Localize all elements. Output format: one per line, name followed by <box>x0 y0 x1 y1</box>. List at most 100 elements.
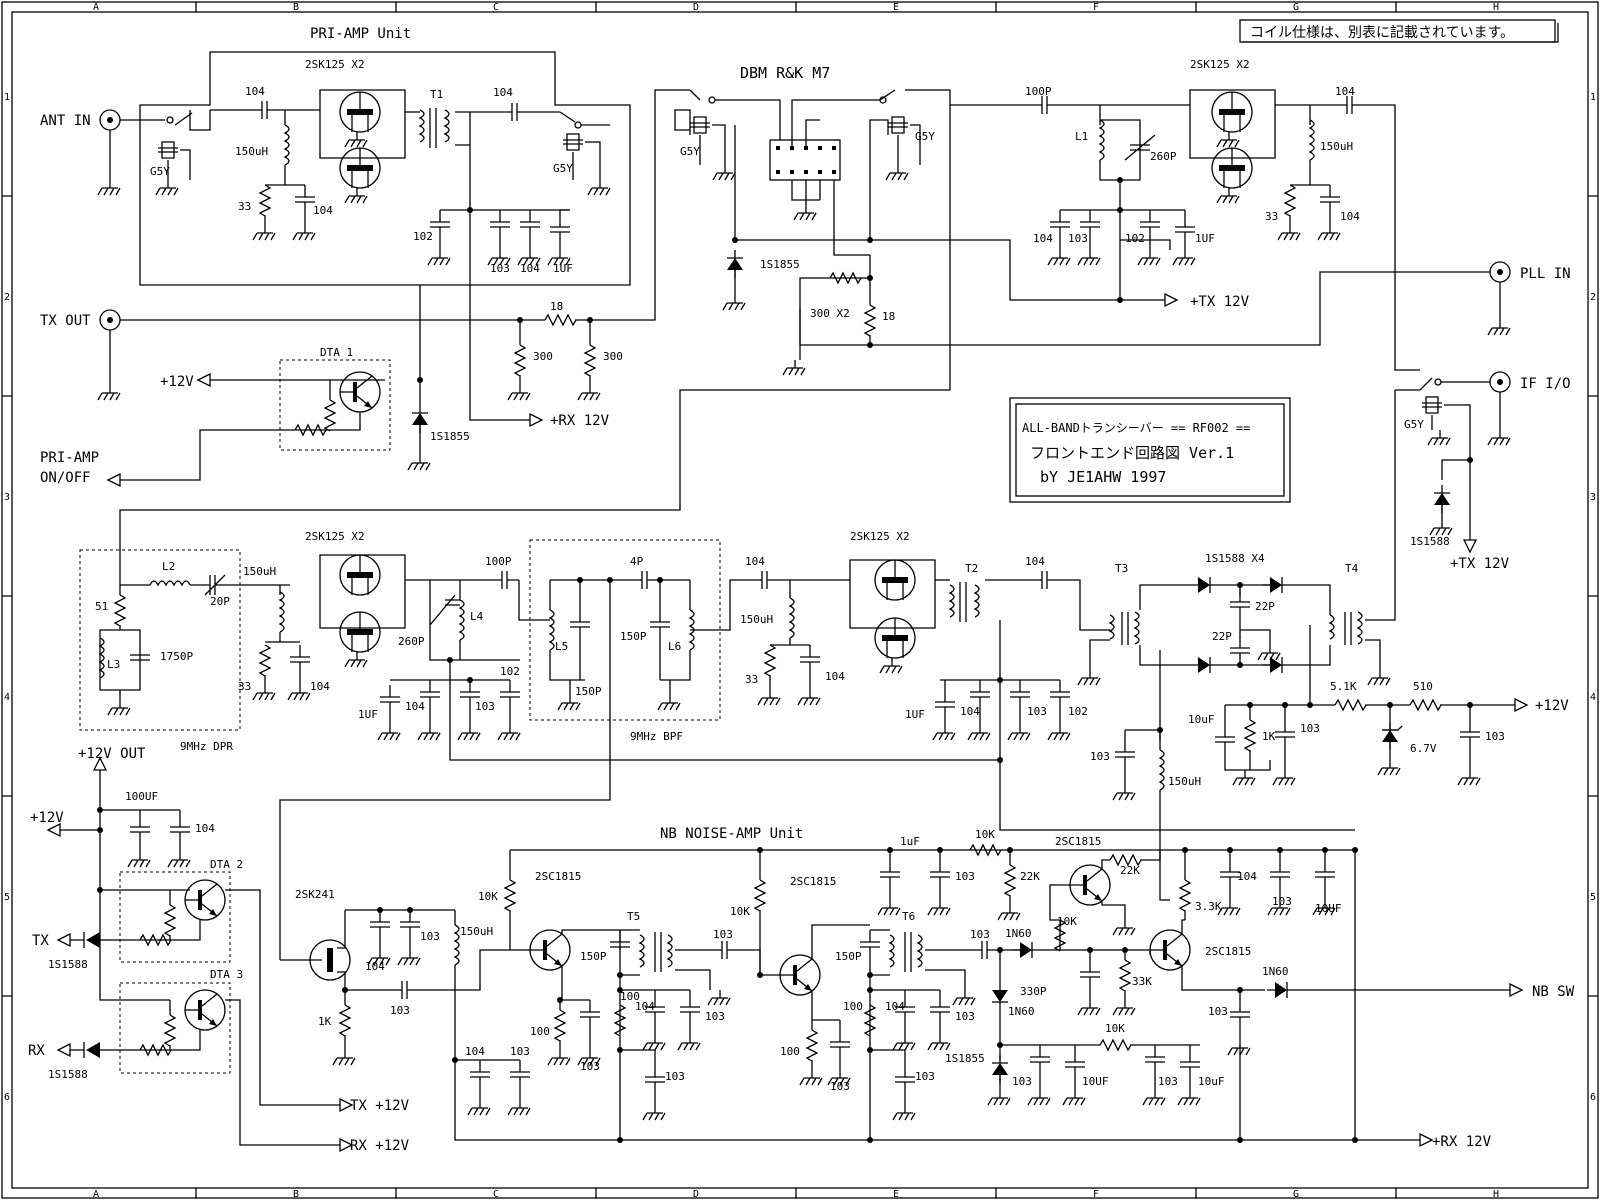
svg-text:103: 103 <box>1027 705 1047 718</box>
svg-text:G5Y: G5Y <box>915 130 935 143</box>
svg-text:330P: 330P <box>1020 985 1047 998</box>
coil-spec-note: コイル仕様は、別表に記載されています。 <box>1250 24 1514 41</box>
svg-text:+12V: +12V <box>30 810 64 826</box>
svg-text:G5Y: G5Y <box>150 165 170 178</box>
svg-text:+RX 12V: +RX 12V <box>550 413 610 429</box>
fet-2sk125-b-icon <box>339 147 381 189</box>
row-labels-right: 1 2 3 4 5 6 <box>1590 92 1596 1103</box>
relay-coil-g5y-4-icon <box>887 116 909 134</box>
svg-text:104: 104 <box>960 705 980 718</box>
svg-text:100P: 100P <box>485 555 512 568</box>
svg-text:102: 102 <box>413 230 433 243</box>
title-line-1: ALL-BANDトランシーバー == RF002 == <box>1022 421 1250 435</box>
bjt-2sc1815-b-icon <box>779 954 821 996</box>
svg-text:G: G <box>1293 2 1299 13</box>
svg-text:103: 103 <box>580 1060 600 1073</box>
svg-text:104: 104 <box>465 1045 485 1058</box>
tx-out-path: TX OUT 18 300 300 <box>40 89 690 401</box>
dpr-9mhz-block: 9MHz DPR L2 20P 51 L3 1750P <box>79 549 290 753</box>
svg-text:L2: L2 <box>162 560 175 573</box>
nb-noise-amp-unit: NB NOISE-AMP Unit 2SK241 104 103 150uH 1… <box>280 826 1575 1150</box>
svg-text:104: 104 <box>1237 870 1257 883</box>
svg-text:103: 103 <box>1012 1075 1032 1088</box>
svg-text:51: 51 <box>95 600 108 613</box>
svg-text:A: A <box>93 2 99 13</box>
svg-text:DBM R&K M7: DBM R&K M7 <box>740 64 830 82</box>
svg-text:+TX 12V: +TX 12V <box>1450 556 1510 572</box>
svg-text:300: 300 <box>603 350 623 363</box>
svg-text:150P: 150P <box>580 950 607 963</box>
svg-text:2SC1815: 2SC1815 <box>1205 945 1251 958</box>
svg-text:33: 33 <box>745 673 758 686</box>
svg-text:2SK125 X2: 2SK125 X2 <box>1190 58 1250 71</box>
svg-text:103: 103 <box>955 1010 975 1023</box>
svg-text:E: E <box>893 2 899 13</box>
svg-text:G5Y: G5Y <box>553 162 573 175</box>
svg-text:10K: 10K <box>478 890 498 903</box>
tx-out-jack-icon[interactable] <box>99 309 121 331</box>
relay-coil-g5y-2-icon <box>562 133 584 151</box>
svg-text:3: 3 <box>1590 492 1596 503</box>
svg-text:C: C <box>493 2 499 13</box>
svg-text:3.3K: 3.3K <box>1195 900 1222 913</box>
svg-text:1N60: 1N60 <box>1008 1005 1035 1018</box>
svg-text:T1: T1 <box>430 88 443 101</box>
svg-text:103: 103 <box>510 1045 530 1058</box>
tx-amp-top-right: 100P L1 260P 104 103 102 1UF 2SK125 X2 1… <box>950 58 1420 371</box>
svg-text:L3: L3 <box>107 658 120 671</box>
svg-text:TX +12V: TX +12V <box>350 1098 410 1114</box>
svg-text:104: 104 <box>405 700 425 713</box>
svg-text:1S1588 X4: 1S1588 X4 <box>1205 552 1265 565</box>
svg-text:2SK125 X2: 2SK125 X2 <box>850 530 910 543</box>
svg-text:3: 3 <box>4 492 10 503</box>
ant-in-jack-icon[interactable] <box>99 109 121 131</box>
dta1-transistor-icon <box>339 371 381 413</box>
svg-text:103: 103 <box>475 700 495 713</box>
svg-text:2SK241: 2SK241 <box>295 888 335 901</box>
svg-text:G5Y: G5Y <box>680 145 700 158</box>
svg-text:E: E <box>893 1189 899 1200</box>
svg-text:1N60: 1N60 <box>1262 965 1289 978</box>
pll-in-jack-icon[interactable] <box>1489 261 1511 283</box>
svg-text:DTA 2: DTA 2 <box>210 858 243 871</box>
svg-text:103: 103 <box>1158 1075 1178 1088</box>
svg-text:L5: L5 <box>555 640 568 653</box>
dta2-transistor-icon <box>184 879 226 921</box>
svg-text:IF I/O: IF I/O <box>1520 376 1571 392</box>
svg-text:2SK125 X2: 2SK125 X2 <box>305 58 365 71</box>
svg-text:1: 1 <box>1590 92 1596 103</box>
dbm-mixer: DBM R&K M7 G5Y G5Y 1S1855 +TX 12V 300 X2… <box>119 64 1490 560</box>
svg-text:1K: 1K <box>1262 730 1276 743</box>
relay-coil-g5y-1-icon <box>157 141 179 159</box>
svg-text:2: 2 <box>4 292 10 303</box>
svg-text:DTA 3: DTA 3 <box>210 968 243 981</box>
svg-text:1N60: 1N60 <box>1005 927 1032 940</box>
svg-text:150P: 150P <box>620 630 647 643</box>
svg-text:103: 103 <box>955 870 975 883</box>
svg-text:5: 5 <box>4 892 10 903</box>
svg-text:104: 104 <box>245 85 265 98</box>
svg-text:104: 104 <box>1025 555 1045 568</box>
svg-text:510: 510 <box>1413 680 1433 693</box>
svg-text:D: D <box>693 1189 699 1200</box>
svg-text:100UF: 100UF <box>125 790 158 803</box>
svg-text:100: 100 <box>620 990 640 1003</box>
svg-text:+RX 12V: +RX 12V <box>1432 1134 1492 1150</box>
svg-text:104: 104 <box>493 86 513 99</box>
svg-text:1S1855: 1S1855 <box>945 1052 985 1065</box>
svg-text:H: H <box>1493 1189 1499 1200</box>
svg-text:PRI-AMP: PRI-AMP <box>40 450 99 466</box>
svg-text:9MHz BPF: 9MHz BPF <box>630 730 683 743</box>
svg-text:103: 103 <box>490 262 510 275</box>
svg-text:1S1588: 1S1588 <box>1410 535 1450 548</box>
svg-text:1: 1 <box>4 92 10 103</box>
bjt-2sc1815-d-icon <box>1149 929 1191 971</box>
svg-text:103: 103 <box>420 930 440 943</box>
svg-text:RX: RX <box>28 1043 45 1059</box>
title-block <box>1009 397 1291 503</box>
inner-border <box>11 11 1589 1189</box>
relay-coil-g5y-5-icon <box>1421 396 1443 414</box>
svg-text:4: 4 <box>1590 692 1596 703</box>
svg-text:+12V: +12V <box>160 374 194 390</box>
if-io-jack-icon[interactable] <box>1489 371 1511 393</box>
